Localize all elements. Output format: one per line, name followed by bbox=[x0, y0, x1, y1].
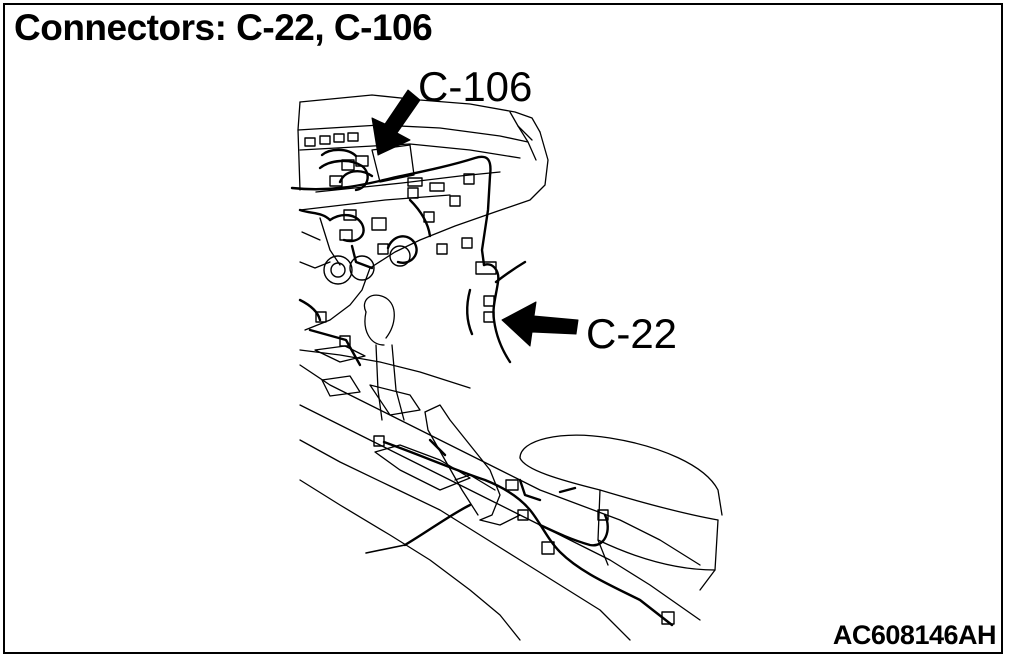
parking-brake-lever bbox=[424, 404, 521, 526]
callout-c106-label: C-106 bbox=[418, 63, 532, 110]
dashboard-outline bbox=[297, 94, 549, 331]
diagram-title: Connectors: C-22, C-106 bbox=[14, 7, 433, 48]
frame-border bbox=[3, 3, 1003, 654]
callout-c22: C-22 bbox=[501, 301, 677, 357]
callout-c22-label: C-22 bbox=[586, 310, 677, 357]
connector-blocks bbox=[304, 132, 675, 625]
callout-c106-arrow bbox=[371, 89, 421, 156]
center-console-outline bbox=[299, 345, 701, 641]
armrest bbox=[519, 434, 723, 591]
figure-code: AC608146AH bbox=[832, 620, 997, 650]
callout-c22-arrow bbox=[501, 301, 579, 347]
wiring-harness bbox=[290, 148, 674, 627]
shift-lever bbox=[363, 294, 421, 421]
callout-c106: C-106 bbox=[371, 63, 532, 156]
